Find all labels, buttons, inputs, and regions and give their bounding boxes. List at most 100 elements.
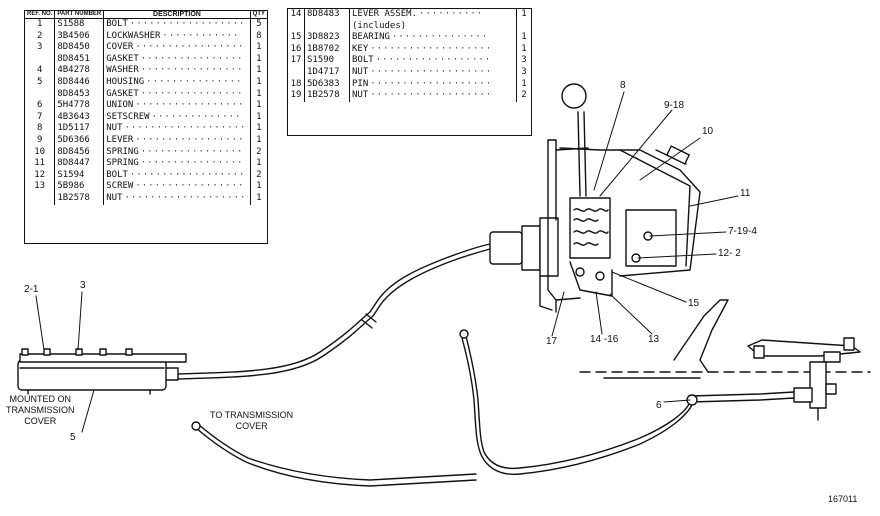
- ref-no-cell: 16: [288, 43, 305, 56]
- qty-cell: 1: [517, 9, 532, 21]
- description-cell: SPRING················: [103, 146, 251, 159]
- part-number-cell: 1D5117: [54, 123, 105, 135]
- ref-no-cell: 12: [25, 169, 56, 182]
- description-cell-text: SETSCREW: [106, 111, 152, 122]
- description-cell-text: GASKET: [106, 88, 141, 99]
- part-number-cell: 1B2578: [54, 192, 105, 205]
- qty-cell: 1: [250, 42, 267, 54]
- description-cell: BOLT··················: [103, 18, 251, 31]
- qty-cell: 2: [250, 147, 267, 159]
- callout-15: 15: [688, 298, 700, 309]
- qty-cell-text: 2: [521, 90, 527, 101]
- ref-no-cell-text: 2: [36, 30, 43, 41]
- part-number-cell-text: 1D5117: [57, 123, 90, 134]
- qty-cell-text: 3: [521, 55, 527, 66]
- ref-no-cell: 5: [25, 76, 56, 89]
- ref-no-cell-text: 17: [290, 55, 302, 66]
- qty-cell-text: 1: [256, 53, 262, 64]
- description-cell: LEVER ASSEM.··········: [349, 9, 517, 21]
- leader-dots: ··················: [129, 19, 246, 29]
- qty-cell-text: 1: [521, 43, 527, 54]
- description-cell-text: UNION: [106, 100, 136, 111]
- figure-number: 167011: [828, 494, 858, 504]
- description-cell-text: BOLT: [106, 169, 130, 180]
- description-cell-text: NUT: [352, 66, 371, 77]
- part-number-cell: 4B3643: [54, 111, 105, 124]
- leader-dots: ··············: [151, 111, 242, 122]
- qty-cell: 1: [250, 135, 267, 147]
- description-cell-text: BOLT: [106, 19, 130, 29]
- part-number-cell-text: S1594: [57, 169, 85, 180]
- description-cell: UNION·················: [103, 100, 251, 112]
- ref-no-cell: [288, 20, 305, 33]
- description-cell-text: BEARING: [352, 32, 392, 43]
- qty-cell: 1: [250, 181, 267, 193]
- description-cell-text: SPRING: [106, 158, 141, 169]
- qty-cell-text: 1: [256, 192, 262, 203]
- qty-cell-text: 1: [256, 42, 262, 53]
- part-number-cell: 1B2578: [304, 90, 350, 102]
- lower-lines: [191, 329, 795, 487]
- qty-cell: 1: [250, 193, 267, 205]
- callout-10: 10: [702, 126, 714, 137]
- qty-cell: 1: [517, 44, 532, 56]
- header-description: DESCRIPTION: [103, 11, 251, 19]
- description-cell-text: WASHER: [106, 65, 141, 76]
- part-number-cell: 5D6366: [54, 134, 105, 147]
- ref-no-cell: 15: [288, 32, 305, 44]
- table-row: (includes): [288, 20, 531, 33]
- part-number-cell: S1588: [54, 18, 105, 31]
- description-cell-text: NUT: [352, 90, 371, 101]
- header-part-number: PART NUMBER: [54, 11, 105, 19]
- ref-no-cell: [25, 192, 56, 205]
- ref-no-cell: 10: [25, 146, 56, 159]
- description-cell: BOLT··················: [103, 169, 251, 182]
- ref-no-cell-text: 4: [36, 65, 43, 76]
- qty-cell: 1: [250, 65, 267, 77]
- description-cell-text: LEVER: [106, 134, 136, 145]
- part-number-cell-text: 4B4278: [57, 65, 90, 76]
- ref-no-cell-text: 1: [36, 19, 43, 29]
- description-cell: HOUSING···············: [103, 76, 251, 89]
- description-cell: BOLT··················: [349, 55, 517, 67]
- qty-cell: 3: [517, 67, 532, 79]
- ref-no-cell-text: 16: [290, 43, 302, 54]
- leader-dots: ············: [162, 30, 240, 41]
- description-cell: LOCKWASHER············: [103, 30, 251, 43]
- part-number-cell: 1B8702: [304, 43, 350, 56]
- leader-dots: ·················: [135, 100, 245, 111]
- ref-no-cell-text: 14: [290, 9, 302, 19]
- housing-assembly: [17, 348, 187, 395]
- description-cell-text: SPRING: [106, 146, 141, 157]
- leader-dots: ··················: [129, 169, 246, 180]
- qty-cell: 5: [250, 19, 267, 31]
- part-number-cell: 5H4778: [54, 100, 105, 112]
- part-number-cell: 5B986: [54, 181, 105, 193]
- qty-cell-text: 1: [256, 88, 262, 99]
- part-number-cell-text: 4B3643: [57, 111, 90, 122]
- description-cell: GASKET················: [103, 88, 251, 101]
- part-number-cell-text: 8D8450: [57, 42, 90, 53]
- callout-6: 6: [656, 400, 662, 411]
- description-cell: BEARING···············: [349, 32, 517, 44]
- description-cell-text: NUT: [106, 123, 125, 134]
- description-cell-text: NUT: [106, 192, 125, 203]
- description-cell-text: (includes): [352, 20, 409, 31]
- qty-cell: 1: [517, 79, 532, 91]
- description-cell: WASHER················: [103, 65, 251, 77]
- qty-cell: 1: [250, 158, 267, 170]
- part-number-cell: 8D8451: [54, 53, 105, 66]
- description-cell: SCREW·················: [103, 181, 251, 193]
- ref-no-cell-text: 10: [34, 146, 46, 157]
- ref-no-cell: 6: [25, 100, 56, 112]
- part-number-cell: 1D4717: [304, 66, 350, 79]
